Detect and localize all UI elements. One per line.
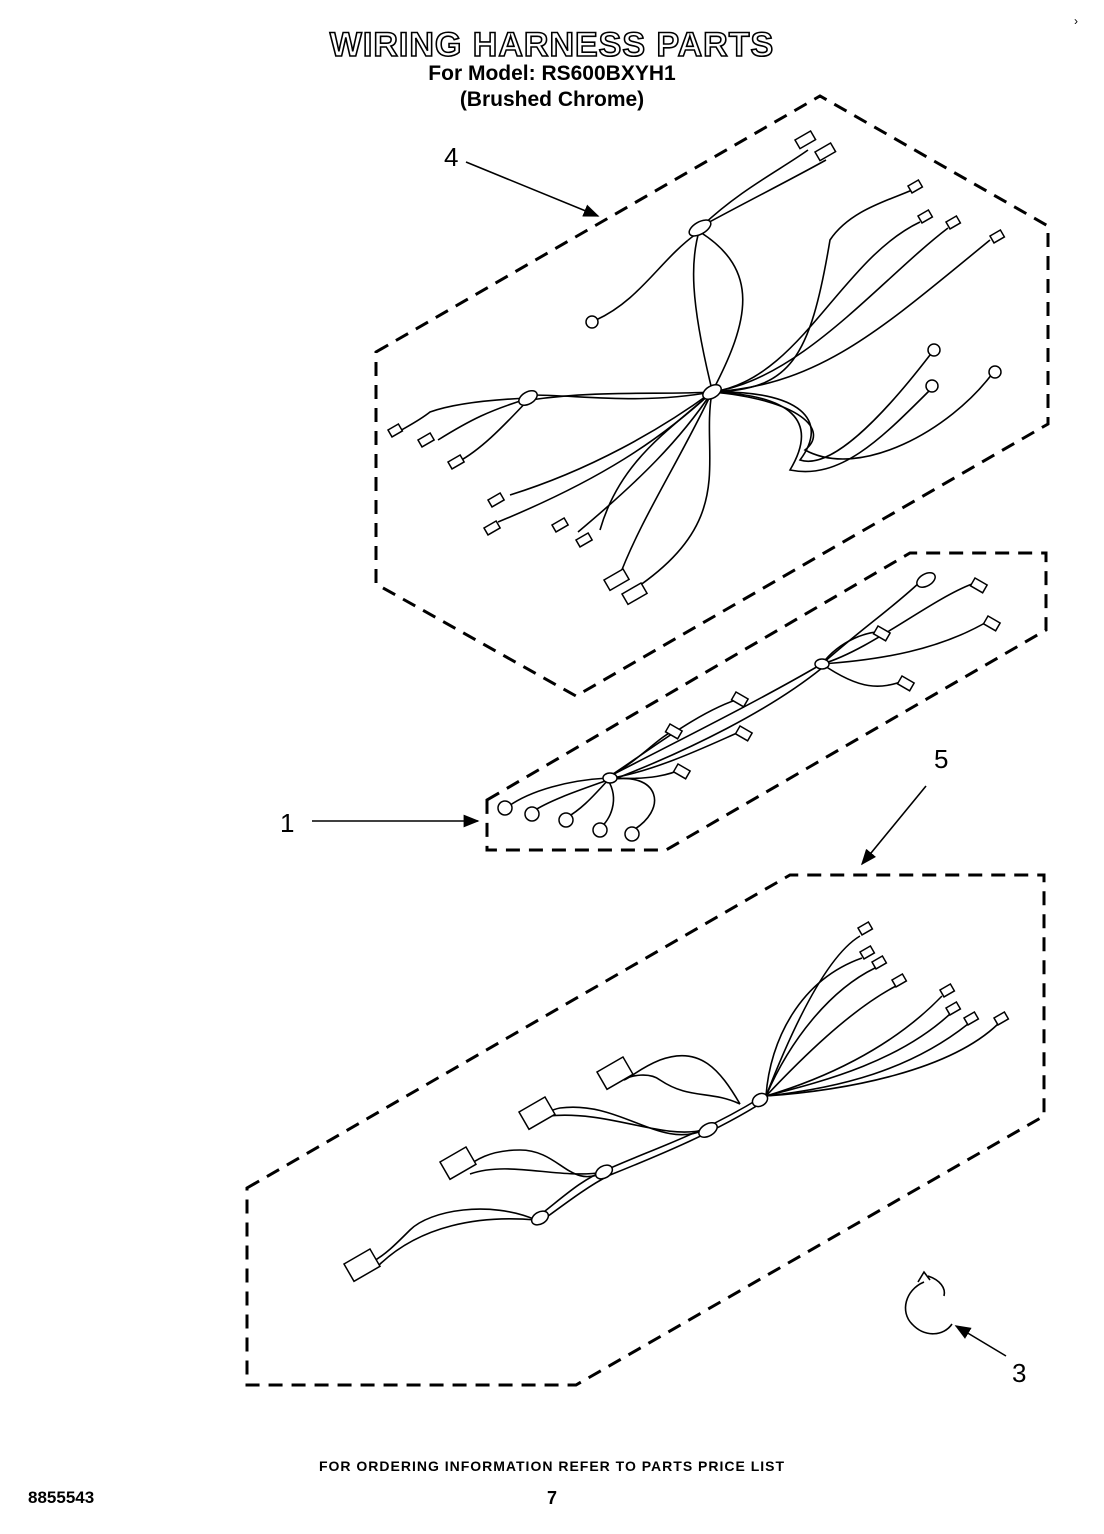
ordering-note: FOR ORDERING INFORMATION REFER TO PARTS … xyxy=(318,1458,786,1474)
harness-part-1 xyxy=(485,551,1048,852)
harness-part-4 xyxy=(374,94,1050,698)
callout-5: 5 xyxy=(934,744,948,774)
harness-part-5 xyxy=(245,873,1046,1387)
model-line: For Model: RS600BXYH1 xyxy=(428,62,676,85)
callout-4-leader xyxy=(465,161,600,217)
part-5-boundary xyxy=(245,873,1046,1387)
part-4-boundary xyxy=(374,94,1050,698)
finish-line: (Brushed Chrome) xyxy=(459,88,645,111)
callout-4: 4 xyxy=(444,142,458,172)
callout-3-leader xyxy=(954,1325,1007,1357)
clip-part-3 xyxy=(904,1270,953,1335)
part-1-boundary xyxy=(485,551,1048,852)
page-title: WIRING HARNESS PARTS xyxy=(329,25,775,65)
corner-mark: › xyxy=(1074,14,1078,28)
callout-5-leader xyxy=(860,785,927,866)
page-number: 7 xyxy=(546,1488,557,1508)
callout-3: 3 xyxy=(1012,1358,1026,1388)
callout-1: 1 xyxy=(280,808,294,838)
document-number: 8855543 xyxy=(28,1488,95,1507)
